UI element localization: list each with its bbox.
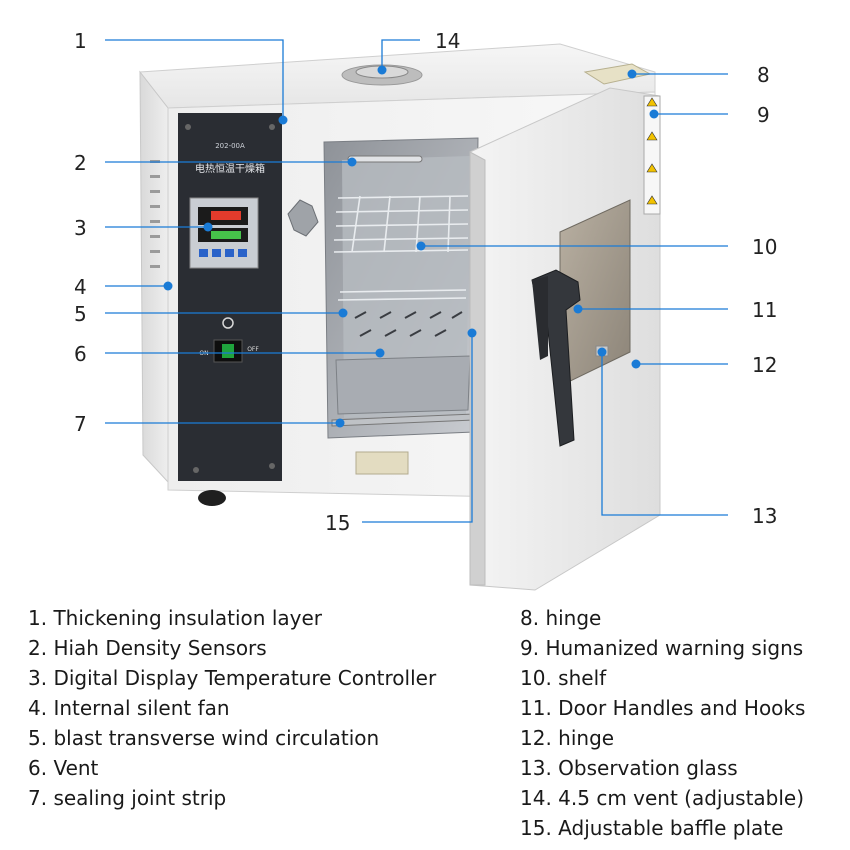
door-latch bbox=[287, 199, 319, 237]
callout-12: 12 bbox=[752, 353, 778, 377]
callout-6: 6 bbox=[74, 342, 87, 366]
chamber-vent-slots bbox=[354, 311, 463, 337]
callout-1: 1 bbox=[74, 29, 87, 53]
legend-item-14: 14. 4.5 cm vent (adjustable) bbox=[520, 786, 805, 810]
legend-item-6: 6. Vent bbox=[28, 756, 99, 780]
callout-3: 3 bbox=[74, 216, 87, 240]
legend-item-4: 4. Internal silent fan bbox=[28, 696, 230, 720]
bottom-catch bbox=[355, 451, 409, 475]
legend-item-1: 1. Thickening insulation layer bbox=[28, 606, 323, 630]
legend-item-8: 8. hinge bbox=[520, 606, 602, 630]
callout-15: 15 bbox=[325, 511, 351, 535]
callout-2: 2 bbox=[74, 151, 87, 175]
callout-4: 4 bbox=[74, 275, 87, 299]
callout-8: 8 bbox=[757, 63, 770, 87]
legend-item-13: 13. Observation glass bbox=[520, 756, 738, 780]
leader-13 bbox=[601, 352, 728, 516]
leader-15 bbox=[362, 333, 473, 523]
leader-lines bbox=[105, 39, 728, 523]
callout-13: 13 bbox=[752, 504, 778, 528]
panel-model: 202-00A bbox=[215, 142, 245, 150]
controller-buttons bbox=[199, 249, 247, 257]
callout-10: 10 bbox=[752, 235, 778, 259]
legend-item-11: 11. Door Handles and Hooks bbox=[520, 696, 806, 720]
legend-item-3: 3. Digital Display Temperature Controlle… bbox=[28, 666, 437, 690]
leader-1 bbox=[105, 39, 284, 118]
legend-item-7: 7. sealing joint strip bbox=[28, 786, 227, 810]
shelf-upper bbox=[333, 195, 469, 253]
power-icon bbox=[222, 317, 234, 329]
callout-9: 9 bbox=[757, 103, 770, 127]
sensor-bar bbox=[347, 155, 423, 163]
callout-11: 11 bbox=[752, 298, 778, 322]
switch-off-label: OFF bbox=[247, 346, 259, 353]
leader-dots bbox=[163, 65, 659, 428]
legend-item-10: 10. shelf bbox=[520, 666, 607, 690]
legend-right: 8. hinge 9. Humanized warning signs 10. … bbox=[520, 603, 805, 843]
shelf-lower bbox=[337, 289, 467, 301]
control-panel bbox=[178, 113, 282, 481]
foot bbox=[198, 490, 226, 506]
callout-7: 7 bbox=[74, 412, 87, 436]
legend-item-9: 9. Humanized warning signs bbox=[520, 636, 804, 660]
warning-labels bbox=[643, 95, 661, 215]
legend-item-15: 15. Adjustable baffle plate bbox=[520, 816, 784, 840]
cabinet-left-side bbox=[139, 70, 169, 484]
legend-item-12: 12. hinge bbox=[520, 726, 615, 750]
legend-left: 1. Thickening insulation layer 2. Hiah D… bbox=[28, 603, 436, 813]
legend-item-2: 2. Hiah Density Sensors bbox=[28, 636, 267, 660]
callout-14: 14 bbox=[435, 29, 461, 53]
legend-item-5: 5. blast transverse wind circulation bbox=[28, 726, 380, 750]
callout-5: 5 bbox=[74, 302, 87, 326]
panel-name: 电热恒温干燥箱 bbox=[195, 162, 265, 175]
leader-14 bbox=[381, 39, 420, 70]
